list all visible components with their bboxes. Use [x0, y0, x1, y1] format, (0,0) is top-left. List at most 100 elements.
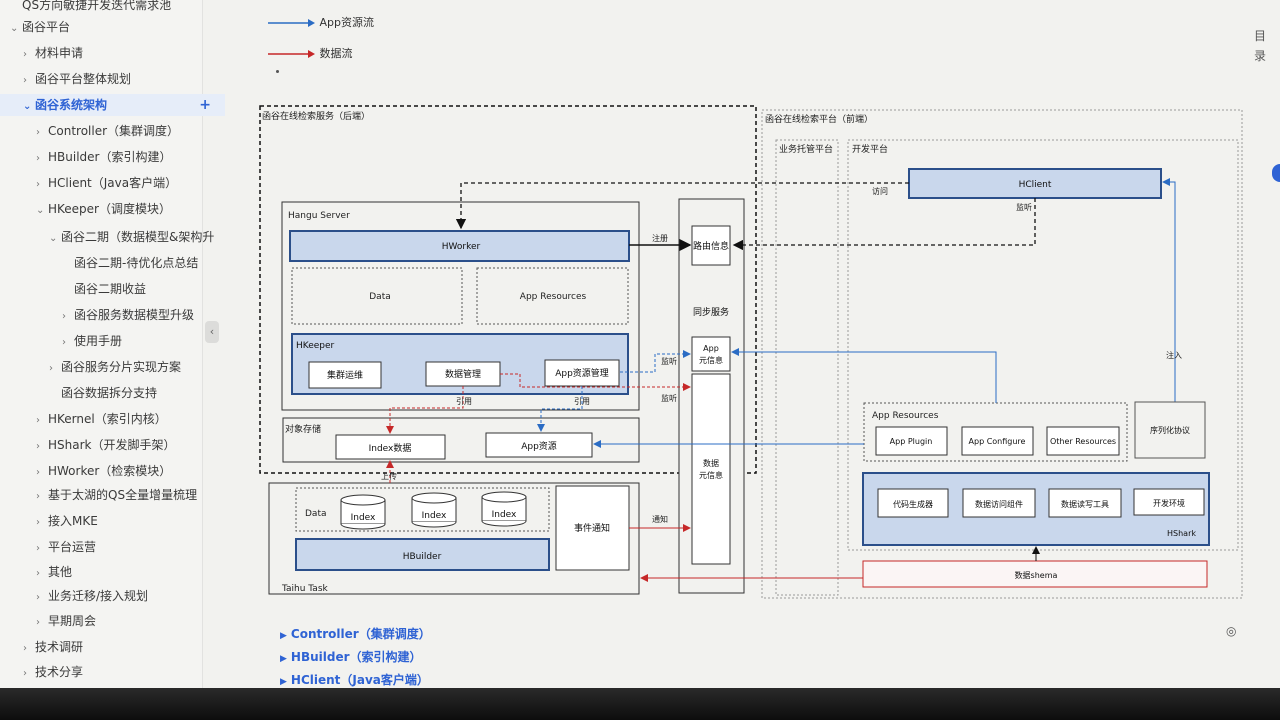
sidebar-item[interactable]: ›材料申请 — [0, 42, 83, 64]
app-res-label: App资源 — [521, 441, 557, 452]
app-meta-line1: App — [703, 344, 719, 353]
inject-label: 注入 — [1166, 350, 1182, 360]
index-label-2: Index — [422, 511, 447, 521]
app-plugin-box — [875, 426, 948, 456]
cluster-ops-box — [308, 361, 382, 389]
sidebar-item-label: 业务迁移/接入规划 — [48, 589, 149, 603]
sidebar-item-label: QS方向敏捷开发迭代需求池 — [22, 0, 172, 12]
sidebar-item-label: 函谷平台整体规划 — [35, 72, 132, 86]
sidebar-item[interactable]: 函谷数据拆分支持 — [0, 382, 157, 404]
frontend-title: 函谷在线检索平台（前端） — [765, 113, 873, 125]
floating-help-tab[interactable] — [1272, 164, 1280, 182]
sidebar-item[interactable]: ›HWorker（检索模块） — [0, 460, 171, 482]
other-resources-box — [1046, 426, 1120, 456]
visit-label: 访问 — [872, 186, 888, 196]
index-data-box — [335, 434, 446, 460]
sidebar-item-label: 基于太湖的QS全量增量梳理 — [48, 488, 198, 502]
app-resources-box — [476, 267, 629, 325]
add-child-icon[interactable]: + — [199, 97, 211, 113]
route-info-box — [691, 225, 731, 266]
sidebar-item[interactable]: 函谷二期收益 — [0, 278, 146, 300]
sidebar-item-label: 函谷数据拆分支持 — [61, 386, 158, 400]
architecture-diagram: 函谷在线检索服务（后端） 函谷在线检索平台（前端） 业务托管平台 开发平台 Ha… — [259, 105, 1243, 599]
sidebar-item-label: 其他 — [48, 565, 73, 579]
sidebar-item[interactable]: › 其他 — [0, 561, 72, 583]
toc-toggle[interactable]: 目录 — [1254, 29, 1267, 63]
index-cylinder-2: Index — [411, 492, 457, 528]
sidebar-item[interactable]: › 业务迁移/接入规划 — [0, 585, 148, 607]
listen2-label: 监听 — [661, 393, 677, 403]
app-res-mgmt-box — [544, 359, 620, 387]
sidebar-item[interactable]: ›函谷服务分片实现方案 — [0, 356, 181, 378]
sidebar-item-label: 早期周会 — [48, 614, 97, 628]
sidebar-item[interactable]: › 基于太湖的QS全量增量梳理 — [0, 484, 197, 506]
data-access-box — [962, 488, 1036, 518]
serialization-label: 序列化协议 — [1150, 425, 1190, 435]
hbuilder-box — [295, 538, 550, 571]
chevron-right-icon: › — [23, 643, 27, 654]
sidebar-item[interactable]: ⌄HKeeper（调度模块） — [0, 198, 171, 220]
data-mgmt-label: 数据管理 — [445, 368, 481, 380]
sidebar-item[interactable]: 函谷二期-待优化点总结 — [0, 252, 198, 274]
sidebar-item-label: HKeeper（调度模块） — [48, 202, 171, 216]
sidebar-item[interactable]: ›技术调研 — [0, 636, 83, 658]
sidebar-item[interactable]: ⌄函谷系统架构+ — [0, 94, 225, 116]
legend-data-flow: 数据流 — [268, 45, 353, 61]
sidebar-item[interactable]: ›接入MKE — [0, 510, 98, 532]
sidebar-item[interactable]: ›HClient（Java客户端） — [0, 172, 177, 194]
taihu-data-label: Data — [305, 509, 327, 519]
sidebar-item-label: 函谷系统架构 — [35, 98, 108, 112]
sidebar-item[interactable]: ›Controller（集群调度） — [0, 120, 179, 142]
listen3-label: 监听 — [1016, 202, 1032, 212]
chevron-right-icon: › — [36, 592, 40, 603]
chevron-right-icon: › — [23, 75, 27, 86]
app-resources-label: App Resources — [520, 292, 587, 302]
sidebar-item[interactable]: ›HShark（开发脚手架） — [0, 434, 175, 456]
legend-data-flow-label: 数据流 — [319, 47, 353, 60]
sidebar-item[interactable]: ›函谷服务数据模型升级 — [0, 304, 194, 326]
sidebar-item-label: HShark（开发脚手架） — [48, 438, 176, 452]
upload-label: 上传 — [381, 471, 397, 481]
sidebar-item[interactable]: › 函谷平台整体规划 — [0, 68, 131, 90]
sidebar-item[interactable]: ›HBuilder（索引构建） — [0, 146, 171, 168]
chevron-right-icon: › — [36, 491, 40, 502]
data-meta-line1: 数据 — [703, 458, 719, 468]
biz-hosting-column — [775, 139, 839, 596]
sidebar-item[interactable]: ›早期周会 — [0, 610, 96, 632]
data-schema-label: 数据shema — [1015, 570, 1058, 580]
sidebar-item[interactable]: ›平台运营 — [0, 536, 96, 558]
bottom-link[interactable]: ▶HClient（Java客户端） — [280, 671, 429, 688]
fe-app-resources-box — [863, 402, 1128, 462]
sidebar-item-label: HClient（Java客户端） — [48, 176, 178, 190]
sidebar-item[interactable]: ›使用手册 — [0, 330, 122, 352]
sidebar-item[interactable]: ⌄函谷二期（数据模型&架构升 — [0, 226, 214, 248]
chevron-right-icon: › — [23, 668, 27, 679]
hkeeper-label: HKeeper — [296, 341, 335, 351]
sidebar-item[interactable]: QS方向敏捷开发迭代需求池 — [0, 0, 171, 16]
sidebar-item-label: 材料申请 — [35, 46, 84, 60]
sidebar-item[interactable]: ›技术分享 — [0, 661, 83, 683]
bottom-link[interactable]: ▶Controller（集群调度） — [280, 625, 431, 642]
sidebar-item-label: 函谷服务分片实现方案 — [61, 360, 182, 374]
index-label-3: Index — [492, 510, 517, 520]
ref1-label: 引用 — [456, 397, 472, 406]
data-schema-box — [862, 560, 1208, 588]
bottom-link[interactable]: ▶HBuilder（索引构建） — [280, 648, 422, 665]
red-arrow-icon — [268, 50, 315, 58]
ref-data-arrow — [386, 386, 464, 434]
app-res-box — [485, 432, 593, 458]
event-notify-box — [555, 485, 630, 571]
serialization-box — [1134, 401, 1206, 459]
index-cylinder-3: Index — [481, 491, 527, 527]
other-resources-label: Other Resources — [1050, 437, 1116, 446]
collapse-sidebar-button[interactable]: ‹ — [205, 321, 219, 343]
ref2-label: 引用 — [574, 397, 590, 406]
support-icon[interactable]: ◎ — [1226, 624, 1237, 638]
chevron-down-icon: ⌄ — [10, 23, 19, 34]
app-configure-box — [961, 426, 1034, 456]
chevron-right-icon: › — [36, 568, 40, 579]
sidebar-item[interactable]: ›HKernel（索引内核） — [0, 408, 167, 430]
chevron-right-icon: › — [36, 415, 40, 426]
dev-platform-label: 开发平台 — [852, 143, 888, 155]
sidebar-item[interactable]: ⌄函谷平台 — [0, 16, 70, 38]
